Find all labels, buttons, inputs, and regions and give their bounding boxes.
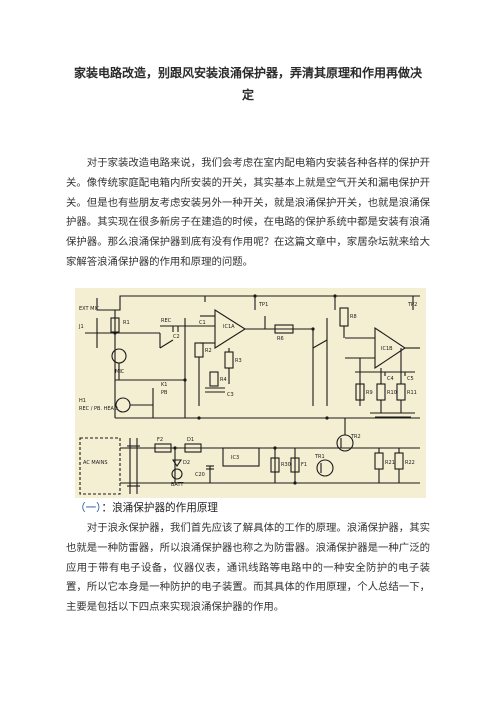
label-c1: C1: [199, 320, 206, 326]
circuit-diagram-image: EXT MIC J1 MIC H1 REC / PB. HEAD AC MAIN…: [75, 288, 426, 498]
label-rec: REC: [161, 318, 172, 324]
label-k1: K1: [161, 382, 167, 388]
label-c5: C5: [407, 376, 414, 382]
label-r1: R1: [123, 320, 130, 326]
label-c4: C4: [387, 376, 394, 382]
label-ic1a: IC1A: [223, 324, 235, 330]
label-mic: MIC: [115, 369, 125, 375]
label-r8: R8: [350, 314, 357, 320]
label-c2: C2: [173, 334, 180, 340]
label-r10: R10: [387, 390, 397, 396]
label-c19: C20: [195, 472, 205, 478]
label-ic1b: IC1B: [381, 346, 393, 352]
label-r9: R9: [366, 390, 373, 396]
section-heading: （一）：浪涌保护器的作用原理: [75, 499, 218, 517]
label-r30: R30: [281, 462, 291, 468]
label-r6: R6: [277, 336, 284, 342]
label-r11: R11: [407, 390, 417, 396]
label-pb: PB: [161, 390, 168, 396]
section-paragraph: 对于浪永保护器，我们首先应该了解具体的工作的原理。浪涌保护器，其实也就是一种防雷…: [66, 522, 430, 614]
label-tr2: TR2: [350, 434, 361, 440]
label-r22: R22: [405, 460, 415, 466]
label-f1: F2: [157, 437, 163, 443]
label-c3: C3: [227, 392, 234, 398]
label-tr1: TR1: [314, 454, 325, 460]
label-j1: J1: [78, 324, 84, 330]
label-tp1: TP1: [258, 302, 268, 308]
label-d1: D2: [183, 460, 190, 466]
label-f2: D1: [187, 437, 194, 443]
label-ext-mic: EXT MIC: [79, 306, 100, 312]
label-batt: BATT: [171, 482, 184, 488]
label-h1: H1: [79, 398, 86, 404]
label-c20: F1: [301, 462, 307, 468]
label-r4: R4: [220, 377, 227, 383]
section-title: ：浪涌保护器的作用原理: [101, 502, 219, 514]
label-rec-pb-head: REC / PB. HEAD: [79, 406, 118, 412]
label-r2: R2: [205, 348, 212, 354]
label-r3: R3: [235, 358, 242, 364]
label-ac-mains: AC MAINS: [83, 460, 108, 466]
label-tp2: TP2: [407, 302, 417, 308]
section-number: （一）: [75, 502, 102, 514]
label-ic3: IC3: [231, 455, 239, 461]
article-title: 家装电路改造，别跟风安装浪涌保护器，弄清其原理和作用再做决定: [73, 66, 422, 102]
intro-paragraph: 对于家装改造电路来说，我们会考虑在室内配电箱内安装各种各样的保护开关。像传统家庭…: [66, 157, 430, 268]
label-r21: R21: [385, 460, 395, 466]
